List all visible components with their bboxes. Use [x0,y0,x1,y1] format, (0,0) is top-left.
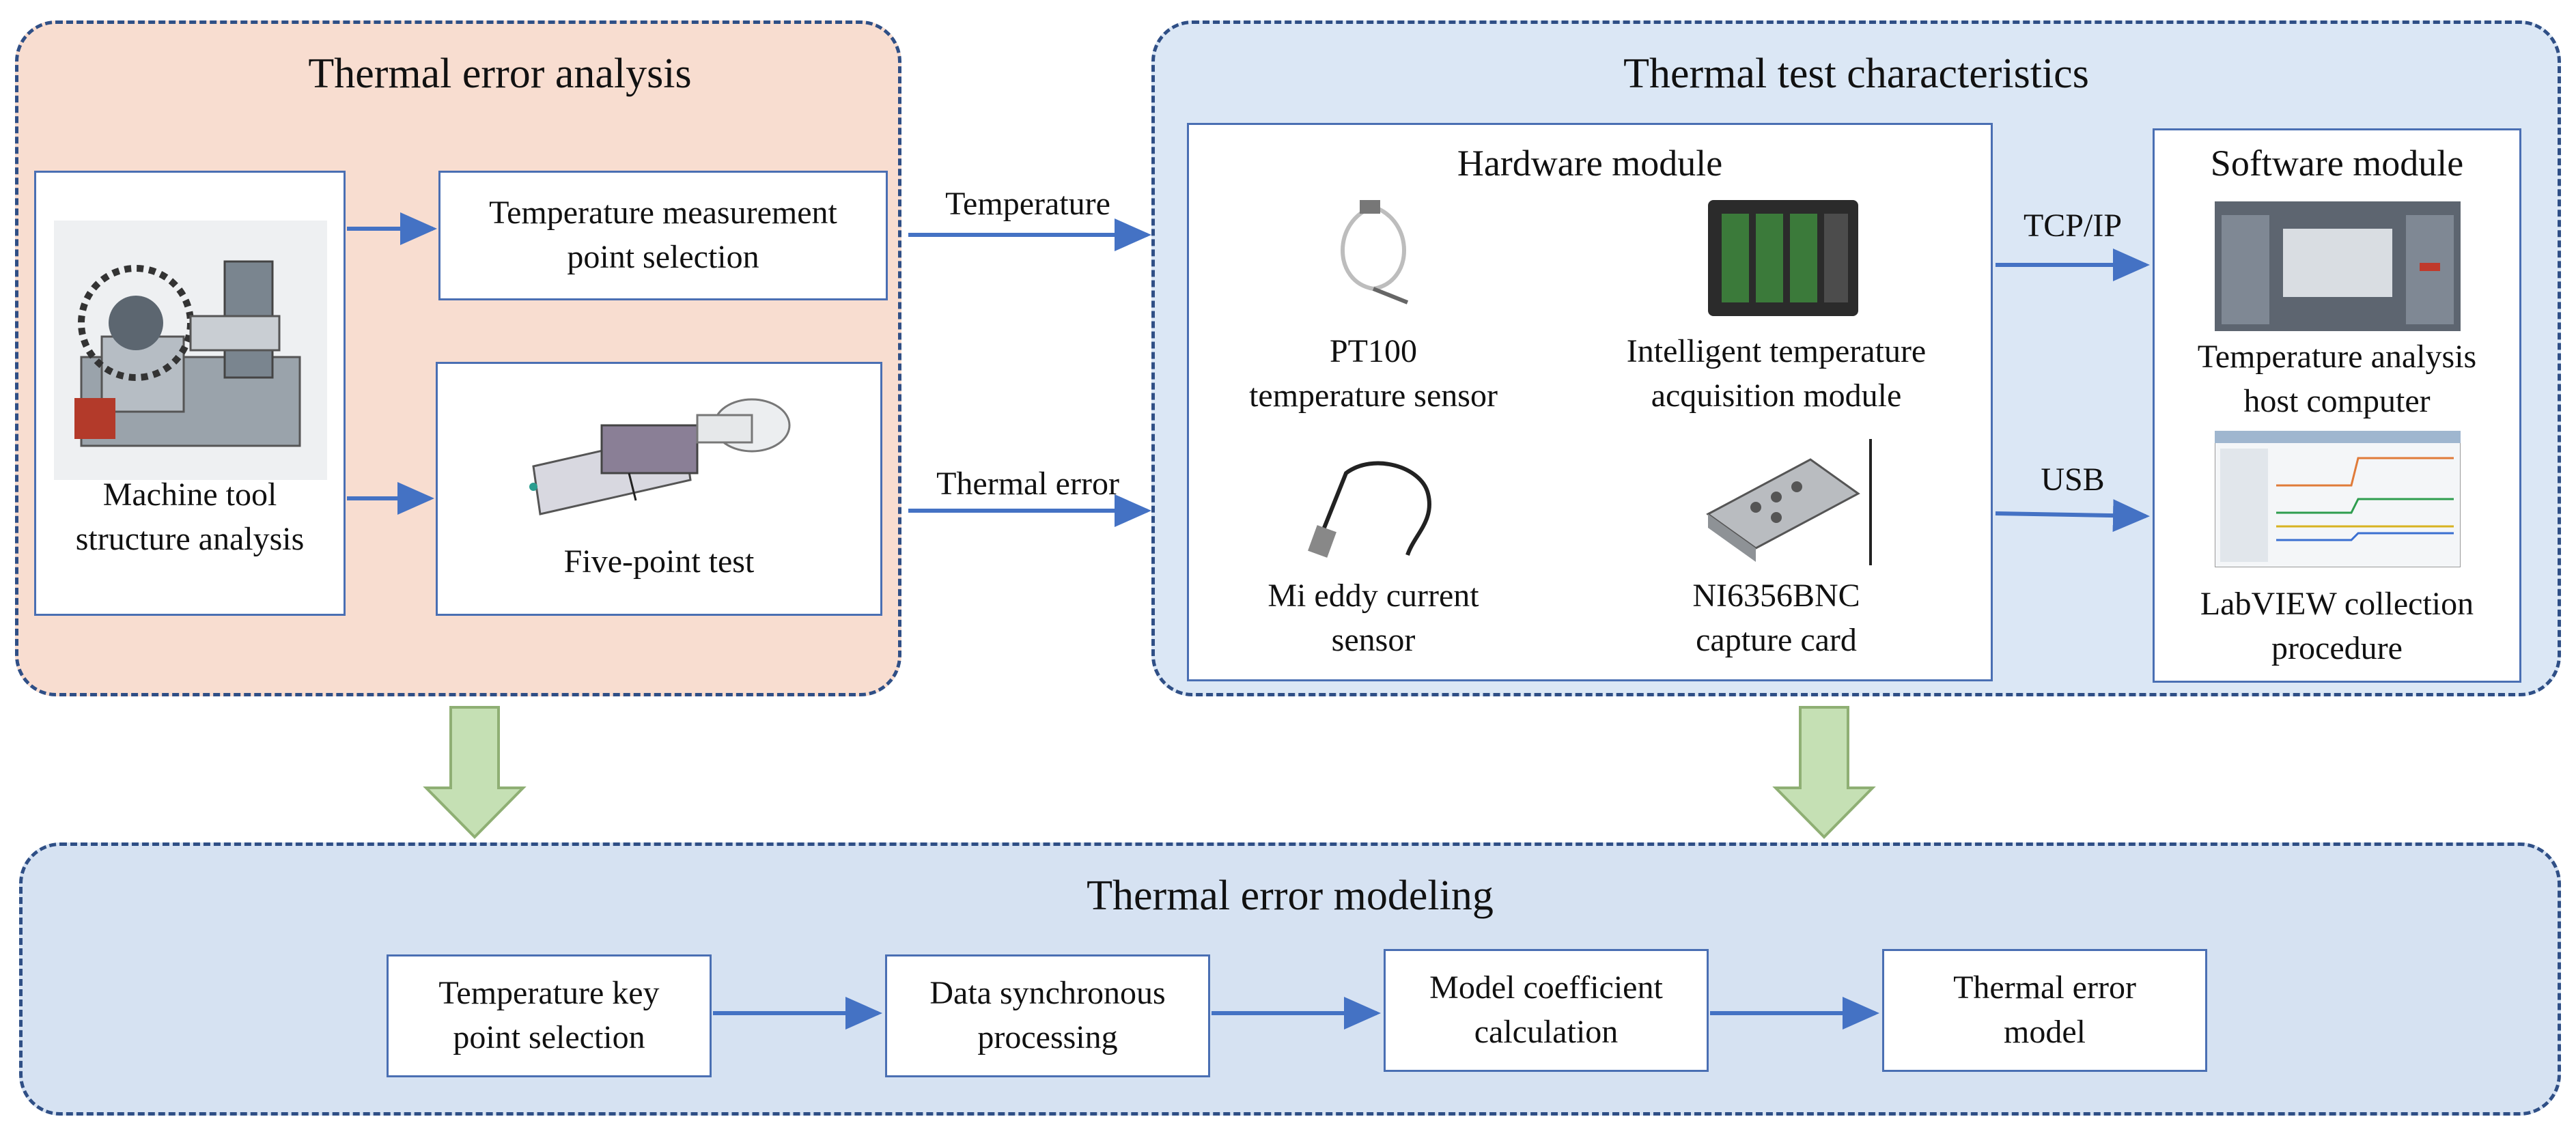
capture-card-image [1706,439,1872,565]
labview-screenshot [2215,431,2461,567]
five-point-test-box: Five-point test [436,362,882,616]
eddy-label-2: sensor [1331,622,1416,658]
machine-tool-box: Machine tool structure analysis [34,171,346,616]
analysis-title: Thermal error analysis [308,51,692,97]
labview-label-1: LabVIEW collection [2200,586,2474,622]
pt100-label-2: temperature sensor [1249,378,1498,414]
ni-label-1: NI6356BNC [1692,578,1860,614]
step-3-line2: calculation [1474,1014,1619,1050]
modeling-step-3: Model coefficient calculation [1384,949,1709,1072]
pt100-sensor-image [1341,200,1409,304]
host-computer-screenshot [2215,201,2461,331]
software-module-box: Software module Temperature analysis hos… [2153,128,2521,683]
eddy-sensor-image [1308,461,1431,558]
machine-label-2: structure analysis [75,521,305,557]
intelligent-label-2: acquisition module [1651,378,1902,414]
five-point-label: Five-point test [563,543,755,580]
host-label-2: host computer [2243,383,2431,419]
thermal-error-link-label: Thermal error [936,466,1119,502]
eddy-label-1: Mi eddy current [1268,578,1479,614]
step-4-line2: model [2004,1014,2086,1050]
hardware-title: Hardware module [1457,143,1723,184]
tcpip-link-label: TCP/IP [2023,208,2123,244]
step-4-line1: Thermal error [1953,969,2136,1006]
intelligent-label-1: Intelligent temperature [1626,333,1927,369]
down-arrow-test [1772,706,1876,839]
test-title: Thermal test characteristics [1623,51,2089,97]
modeling-step-4: Thermal error model [1882,949,2207,1072]
modeling-title: Thermal error modeling [1087,873,1494,919]
five-point-test-image [529,398,791,515]
temp-measurement-point-box: Temperature measurement point selection [438,171,888,300]
step-1-line2: point selection [453,1019,645,1055]
machine-label-1: Machine tool [102,477,277,513]
modeling-step-2: Data synchronous processing [885,954,1210,1077]
host-label-1: Temperature analysis [2197,339,2477,375]
temp-point-line2: point selection [567,239,759,275]
step-2-line2: processing [977,1019,1118,1055]
labview-label-2: procedure [2271,630,2403,666]
machine-tool-image [54,221,327,480]
hardware-module-box: Hardware module PT100 temperature sensor… [1187,123,1993,681]
step-2-line1: Data synchronous [929,975,1166,1012]
down-arrow-analysis [423,706,527,839]
acquisition-module-image [1708,200,1858,316]
temp-point-line1: Temperature measurement [489,195,837,231]
step-3-line1: Model coefficient [1429,969,1663,1006]
usb-link-label: USB [2041,462,2105,498]
software-title: Software module [2210,143,2464,184]
temperature-link-label: Temperature [945,186,1110,222]
modeling-step-1: Temperature key point selection [387,954,712,1077]
ni-label-2: capture card [1696,622,1857,658]
step-1-line1: Temperature key [438,975,660,1012]
pt100-label-1: PT100 [1329,333,1417,369]
